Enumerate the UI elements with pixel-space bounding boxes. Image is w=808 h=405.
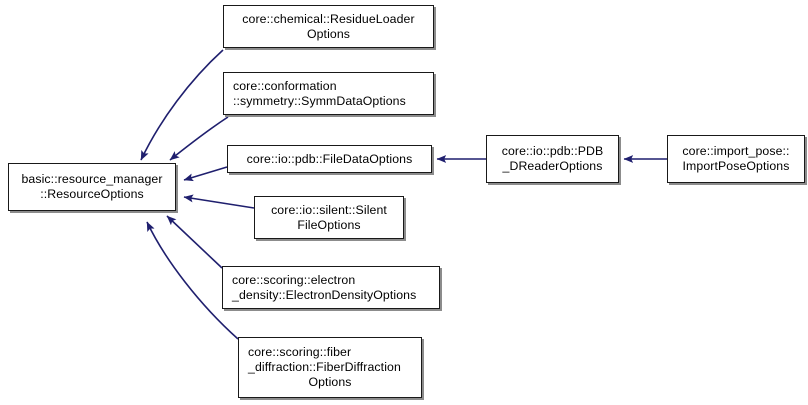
node-label-line: core::conformation [233, 78, 337, 93]
node-import-pose-options[interactable]: core::import_pose:: ImportPoseOptions [667, 135, 805, 183]
edge-electron-density-to-base [166, 215, 223, 269]
node-label-line: Options [308, 375, 352, 389]
node-label-line: _DReaderOptions [502, 159, 603, 173]
node-label-line: ::symmetry::SymmDataOptions [233, 93, 406, 108]
node-label-line: core::chemical::ResidueLoader [242, 11, 415, 26]
node-label-line: core::scoring::electron [232, 272, 356, 287]
edge-silent-file-to-base [183, 194, 255, 209]
node-label-line: _diffraction::FiberDiffraction [248, 360, 401, 374]
node-pdb-reader-options[interactable]: core::io::pdb::PDB _DReaderOptions [486, 135, 619, 183]
node-label-line: core::io::pdb::PDB [501, 144, 604, 158]
node-label-line: core::io::pdb::FileDataOptions [246, 151, 413, 166]
node-label-line: _density::ElectronDensityOptions [232, 287, 417, 302]
node-file-data-options[interactable]: core::io::pdb::FileDataOptions [227, 145, 432, 173]
node-resource-options[interactable]: basic::resource_manager ::ResourceOption… [8, 163, 176, 211]
node-label-line: Options [306, 26, 351, 41]
node-label-line: FileOptions [297, 217, 361, 232]
node-symm-data-options[interactable]: core::conformation ::symmetry::SymmDataO… [223, 72, 434, 115]
edge-symm-data-to-base [169, 116, 229, 161]
node-label-line: basic::resource_manager [21, 172, 163, 186]
node-fiber-diffraction-options[interactable]: core::scoring::fiber _diffraction::Fiber… [238, 337, 422, 398]
node-silent-file-options[interactable]: core::io::silent::Silent FileOptions [254, 196, 404, 239]
node-label-line: ImportPoseOptions [682, 159, 790, 173]
node-label-line: core::io::silent::Silent [271, 202, 387, 217]
edge-residue-loader-to-base [140, 49, 224, 161]
node-residue-loader-options[interactable]: core::chemical::ResidueLoader Options [223, 5, 434, 48]
edge-file-data-to-base [183, 166, 228, 182]
node-label-line: ::ResourceOptions [40, 187, 144, 201]
node-label-line: core::scoring::fiber [248, 345, 352, 359]
node-label-line: core::import_pose:: [682, 144, 790, 158]
node-electron-density-options[interactable]: core::scoring::electron _density::Electr… [222, 266, 440, 309]
